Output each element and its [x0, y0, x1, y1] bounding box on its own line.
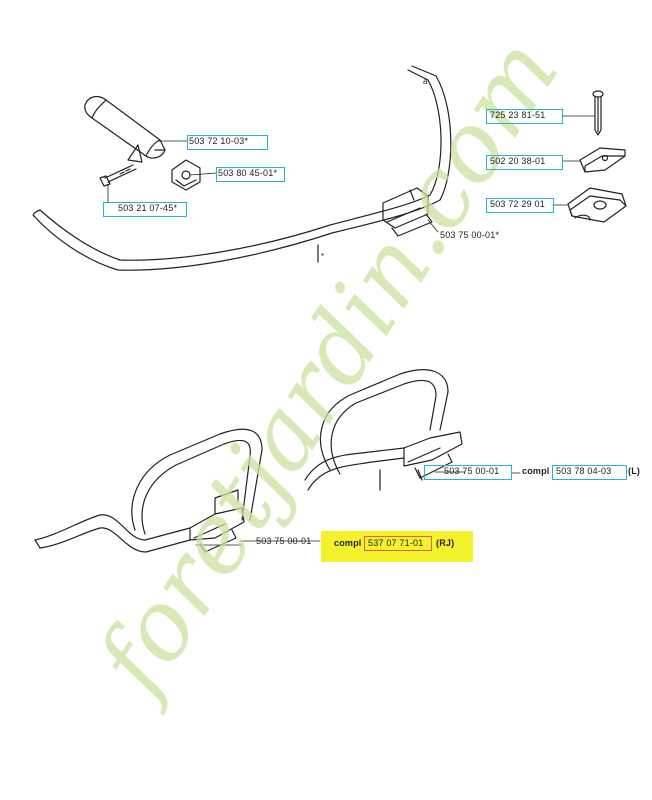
assembly-prefix: compl	[334, 538, 362, 548]
part-label: 502 20 38-01	[490, 156, 546, 166]
assembly-code: 537 07 71-01	[368, 538, 424, 548]
label-box	[486, 198, 554, 213]
label-box	[486, 155, 563, 170]
label-box	[424, 465, 512, 480]
clamp-part	[567, 187, 627, 223]
reference-mark: a	[423, 77, 428, 86]
part-label: 503 75 00-01	[444, 466, 500, 476]
top-handlebar	[32, 65, 452, 271]
bottom-handle-right	[304, 369, 463, 491]
label-box	[103, 202, 187, 217]
part-label: 503 80 45-01*	[218, 168, 278, 178]
clip-part	[579, 147, 626, 173]
reference-mark: *	[321, 252, 325, 261]
part-label: 503 75 00-01	[256, 536, 312, 546]
label-box	[216, 167, 285, 182]
part-label: 503 75 00-01*	[440, 230, 500, 240]
screw-and-knob	[99, 159, 201, 191]
part-label: 503 21 07-45*	[118, 203, 178, 213]
label-box	[187, 135, 268, 150]
side-label: (RJ)	[436, 538, 455, 548]
assembly-prefix: compl	[522, 466, 550, 476]
side-label: (L)	[628, 466, 641, 476]
part-label: 725 23 81-51	[490, 110, 546, 120]
bolt-part	[592, 90, 604, 136]
label-box	[486, 109, 563, 124]
bottom-handle-left	[34, 428, 263, 553]
label-box	[552, 465, 627, 480]
label-box	[364, 536, 432, 551]
assembly-code: 503 78 04-03	[556, 466, 612, 476]
part-label: 503 72 29 01	[490, 199, 545, 209]
part-label: 503 72 10-03*	[189, 136, 249, 146]
